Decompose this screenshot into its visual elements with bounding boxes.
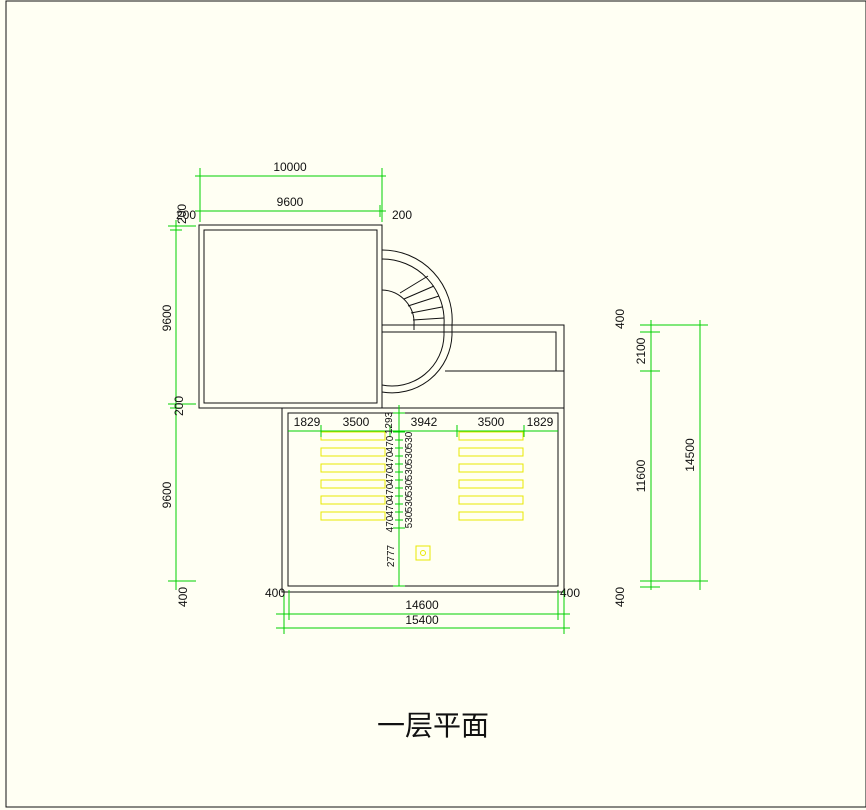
- parking-stall-left: [320, 447, 386, 457]
- lower-block-inner: [287, 412, 559, 587]
- stair-treads: [399, 275, 445, 321]
- corridor-top-inner: [382, 331, 557, 371]
- dim-bottom-offset: 2777: [386, 544, 397, 567]
- stall-dim-label: 470: [385, 451, 396, 468]
- dim-left-stall-depth: 3500: [343, 415, 370, 429]
- dim-right-bottom-wall: 400: [613, 587, 627, 607]
- parking-stall-left: [320, 511, 386, 521]
- stall-dim-label: 530: [404, 511, 415, 528]
- parking-stall-right: [458, 511, 524, 521]
- drawing-frame: [5, 0, 866, 808]
- dim-top-offset: 1293: [384, 411, 395, 434]
- parking-stall-left: [320, 463, 386, 473]
- lower-block-outer: [281, 407, 565, 593]
- dim-middle-wall: 200: [172, 396, 186, 416]
- parking-stall-left: [320, 479, 386, 489]
- dim-bottom-left-wall: 400: [265, 586, 285, 600]
- dim-lower-height: 9600: [160, 481, 174, 508]
- dim-aisle: 3942: [411, 415, 438, 429]
- stair-outer-arc-2: [381, 258, 445, 387]
- dim-bottom-overall: 15400: [405, 613, 439, 627]
- parking-stall-right: [458, 431, 524, 441]
- bottom-dimension-labels: 400 400 14600 15400: [265, 586, 580, 627]
- dim-right-overall: 14500: [683, 438, 697, 472]
- dim-overall-width: 10000: [273, 160, 307, 174]
- dim-left-wall-b: 200: [175, 204, 189, 224]
- dim-left-margin: 1829: [294, 415, 321, 429]
- dim-right-margin: 1829: [527, 415, 554, 429]
- stall-dim-label: 530: [404, 495, 415, 512]
- stall-dim-label: 470: [385, 467, 396, 484]
- stall-dim-label: 530: [404, 431, 415, 448]
- parking-stall-right: [458, 479, 524, 489]
- upper-block-inner: [203, 229, 378, 404]
- dim-bottom-wall: 400: [176, 587, 190, 607]
- stall-dim-label: 470: [385, 499, 396, 516]
- dim-left-wall-a: 200: [176, 208, 196, 222]
- stair-outer-arc: [381, 249, 453, 394]
- parking-stall-right: [458, 463, 524, 473]
- top-dimension-labels: 10000 9600 200 200 200: [175, 160, 412, 224]
- stall-dim-label: 470: [385, 483, 396, 500]
- left-dimension-labels: 9600 200 9600 400: [160, 304, 190, 607]
- parking-stalls: [320, 431, 524, 521]
- dim-bottom-right-wall: 400: [560, 586, 580, 600]
- right-dimension-labels: 400 2100 11600 14500 400: [613, 309, 697, 607]
- column-marker-dot: [420, 550, 426, 556]
- upper-block-outer: [198, 224, 383, 409]
- stall-dim-label: 530: [404, 479, 415, 496]
- column-marker: [415, 545, 431, 561]
- dim-inner-width: 9600: [277, 195, 304, 209]
- dim-right-wall: 200: [392, 208, 412, 222]
- dim-upper-height: 9600: [160, 304, 174, 331]
- stall-dim-label: 470: [385, 435, 396, 452]
- dim-corridor: 2100: [634, 337, 648, 364]
- parking-stall-right: [458, 447, 524, 457]
- walls: [198, 224, 565, 593]
- dim-main-span: 11600: [634, 459, 648, 492]
- stair-inner-arc: [381, 289, 415, 330]
- drawing-title: 一层平面: [377, 709, 489, 742]
- parking-stall-right: [458, 495, 524, 505]
- dim-right-top-wall: 400: [613, 309, 627, 329]
- dimension-lines: [168, 168, 708, 634]
- stall-dimension-ticks: [395, 431, 403, 521]
- stall-dim-label: 470: [385, 515, 396, 532]
- dim-right-stall-depth: 3500: [478, 415, 505, 429]
- stall-dim-label: 530: [404, 463, 415, 480]
- corridor-top-outer: [382, 324, 565, 408]
- stall-dim-label: 530: [404, 447, 415, 464]
- dim-bottom-inner: 14600: [405, 598, 439, 612]
- parking-stall-left: [320, 495, 386, 505]
- parking-dimension-labels: 1829 3500 3942 3500 1829 1293 2777: [294, 411, 554, 567]
- parking-stall-left: [320, 431, 386, 441]
